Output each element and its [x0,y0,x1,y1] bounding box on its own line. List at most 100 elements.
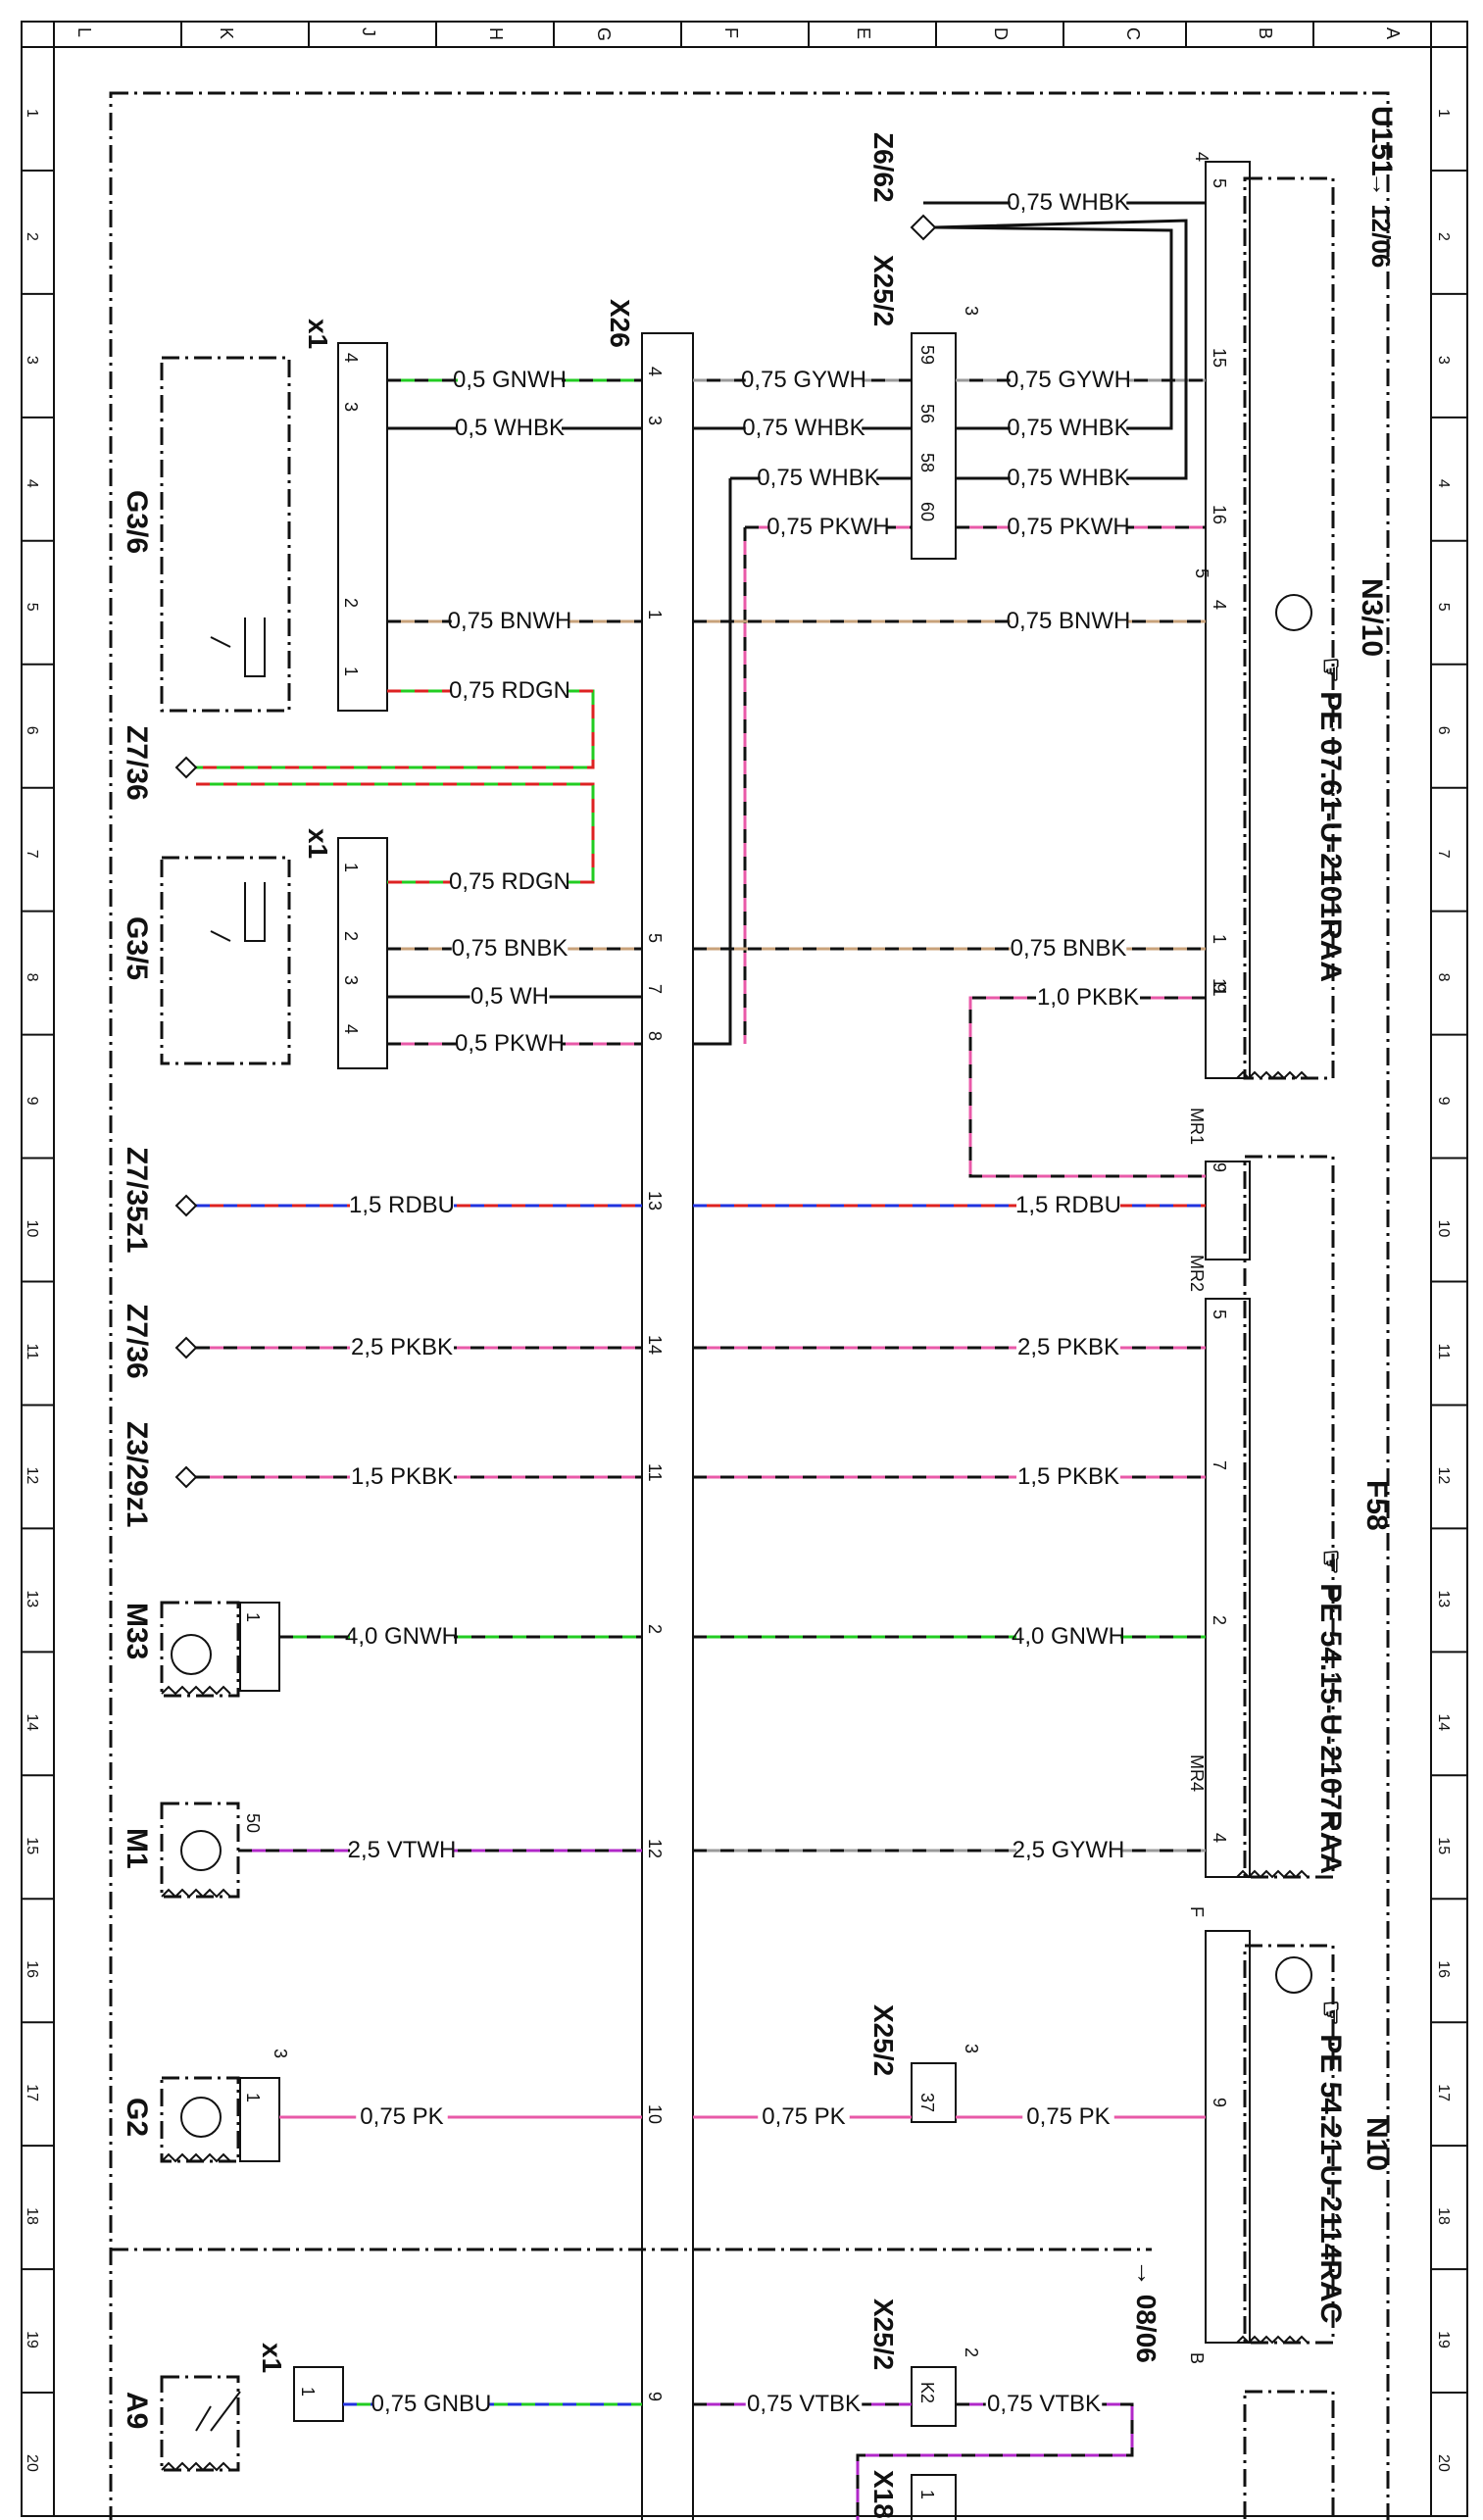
row-label: 8 [1435,973,1452,982]
a9-box [160,2375,240,2472]
wire-label: 2,5 PKBK [351,1334,453,1360]
x25-2-bot-label: X25/2 [868,2298,899,2370]
z7-36b-label: Z7/36 [121,1304,153,1379]
pin-label: 60 [917,502,937,521]
wire-label: 0,75 PKWH [766,514,889,540]
pin-label: 56 [917,404,937,423]
pin-label: 3 [341,402,361,412]
pin-label: 13 [645,1191,665,1211]
g3-6-box [160,356,291,713]
row-label: 9 [1435,1097,1452,1106]
pin-label: 1 [341,667,361,676]
wire-label-bg [758,2104,850,2130]
pin-label: 10 [645,2104,665,2124]
splices [174,756,198,1489]
wire-label: 0,75 BNBK [1011,935,1127,962]
pin-label: 9 [1210,983,1229,993]
wire-label: 0,75 BNWH [448,608,572,634]
wire-label-bg [1022,2104,1114,2130]
f58-box [1243,1155,1335,1879]
row-label: 10 [1435,1220,1452,1238]
wire-label-bg [350,1624,454,1650]
row-label: 4 [1435,479,1452,488]
wire-label-bg [1010,466,1127,491]
g2-label: G2 [121,2098,153,2137]
col-label: J [359,27,378,36]
x1-mid-label: x1 [303,828,333,859]
wire-label-bg [350,1464,454,1490]
row-label: 20 [24,2454,40,2472]
pin-label: 58 [917,453,937,472]
row-label: 9 [24,1097,40,1106]
m33-label: M33 [121,1603,153,1659]
pin-label: 4 [341,353,361,363]
pin-label: 4 [1192,152,1211,162]
row-label: 2 [24,232,40,241]
pin-label: 2 [1210,1615,1229,1625]
row-label: 10 [24,1220,40,1238]
row-label: 14 [24,1713,40,1731]
col-label: L [74,27,94,37]
row-label: 17 [24,2084,40,2101]
x1-bot-connector [293,2366,344,2422]
pin-label: B [1187,2352,1207,2364]
f58-label: F58 [1360,1480,1393,1531]
wire-label-bg [745,2392,863,2417]
row-label: 15 [1435,1837,1452,1854]
wire-label-bg [1016,1624,1120,1650]
pin-label: 2 [962,2347,981,2357]
row-label: 19 [24,2331,40,2348]
pin-label: 5 [1210,1309,1229,1319]
pin-label: F [1187,1906,1207,1917]
g3-6-label: G3/6 [121,490,153,554]
wire-label-bg [470,984,550,1010]
pin-label: 2 [341,598,361,608]
pin-label: 15 [1210,348,1229,368]
wire-label: 1,5 PKBK [351,1463,453,1490]
col-label: F [721,27,741,38]
wire-label-bg [1010,515,1127,540]
wire-stripe [196,782,595,884]
wire-label: 0,75 VTBK [987,2391,1101,2417]
wire-label: 0,75 WHBK [1007,465,1129,491]
m33-pin [239,1602,280,1692]
m33-box [160,1601,240,1698]
col-label: K [217,27,236,39]
pin-label: 8 [645,1031,665,1041]
g2-box [160,2076,240,2163]
row-label: 16 [1435,1960,1452,1978]
wire-label-bg [458,1031,562,1057]
pin-label: 9 [1210,1162,1229,1172]
pin-label: 3 [271,2049,290,2058]
wire-label-bg [458,368,562,393]
pin-label: 11 [645,1463,665,1482]
row-label: 2 [1435,232,1452,241]
wire-label: 0,5 WH [470,983,549,1010]
pin-label: MR4 [1187,1754,1207,1792]
col-label: H [486,27,506,40]
wire-label: 0,75 GYWH [1006,367,1131,393]
z7-36a-splice-icon [174,756,198,779]
pin-label: 2 [341,931,361,941]
col-label: A [1383,27,1403,39]
wire-label-bg [1010,416,1127,441]
wire-label: 0,75 PK [360,2103,443,2130]
row-label: 13 [24,1590,40,1607]
n10-transistor-icon [1275,1956,1312,1994]
wire-label: 1,0 PKBK [1037,984,1139,1011]
wire-label: 4,0 GNWH [345,1623,459,1650]
x26-bar [641,332,694,2520]
wire [968,996,1206,1178]
pin-label: 5 [1192,568,1211,578]
n3-10-box [1243,176,1335,1080]
wire [934,225,1173,430]
col-label: B [1256,27,1275,39]
n10-ref: ☞ PE 54.21-U-2114RAC [1314,2000,1347,2323]
pin-label: 3 [962,2044,981,2053]
g3-6-sensor-icon [210,618,266,677]
wire-label: 0,75 WHBK [1007,415,1129,441]
wire-label-bg [356,2104,448,2130]
x18-connector [911,2474,957,2520]
pin-label: 7 [645,984,665,994]
wire-label-bg [985,2392,1103,2417]
